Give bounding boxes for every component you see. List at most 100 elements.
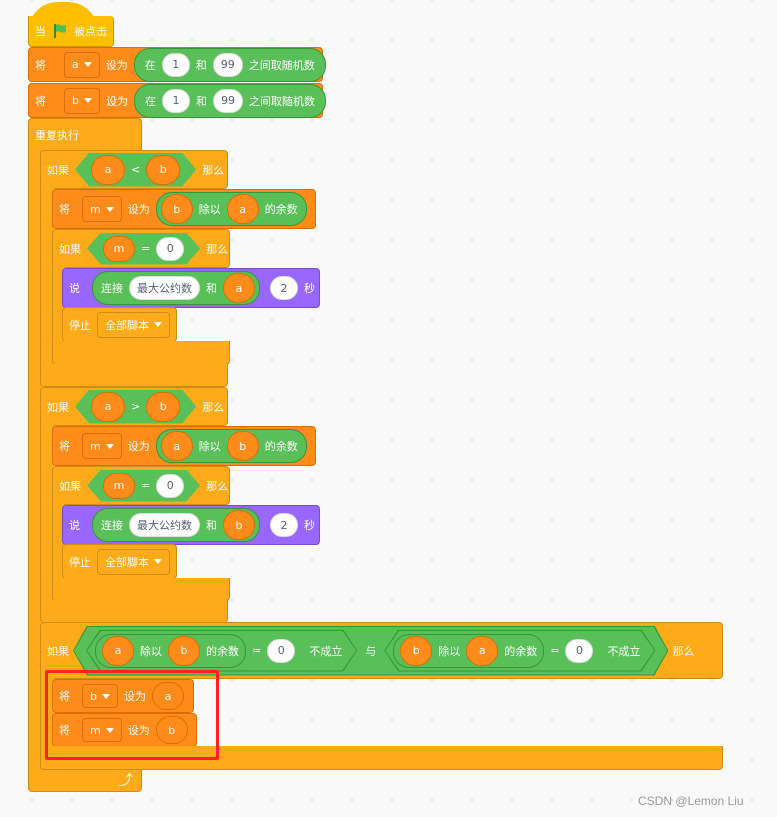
set-a-random-block[interactable]: 将 a 设为 在 1 和 99 之间取随机数: [28, 47, 326, 82]
if-bottom: [40, 600, 228, 623]
when-label: 当: [35, 25, 46, 38]
and-operator[interactable]: a 除以 b 的余数 = 0 不成立 与 b 除以 a 的余数 = 0 不成立: [73, 626, 668, 676]
if-bottom: [40, 364, 228, 387]
in-label: 在: [144, 94, 156, 108]
pick-random-reporter[interactable]: 在 1 和 99 之间取随机数: [133, 83, 326, 118]
set-label: 将: [59, 724, 70, 737]
variable-m-reporter[interactable]: m: [103, 473, 135, 499]
text-input[interactable]: 最大公约数: [129, 276, 200, 300]
forever-arm: [28, 150, 42, 772]
equals-operator[interactable]: a 除以 b 的余数: [95, 634, 246, 668]
set-m-mod-block[interactable]: 将 m 设为 b 除以 a 的余数: [52, 189, 316, 229]
variable-b-reporter[interactable]: b: [168, 636, 200, 666]
stop-all-block[interactable]: 停止 全部脚本: [62, 544, 177, 579]
operator-symbol: =: [252, 644, 262, 657]
text-input[interactable]: 最大公约数: [129, 513, 200, 537]
if-a-less-b-block[interactable]: 如果 a < b 那么: [40, 150, 228, 189]
stop-all-block[interactable]: 停止 全部脚本: [62, 307, 177, 342]
if-a-greater-b-block[interactable]: 如果 a > b 那么: [40, 387, 228, 426]
when-flag-clicked-block[interactable]: 当 被点击: [28, 16, 114, 47]
pick-random-reporter[interactable]: 在 1 和 99 之间取随机数: [133, 47, 326, 82]
value-input[interactable]: 0: [267, 639, 295, 663]
seconds-input[interactable]: 2: [270, 513, 298, 537]
if-m-equals-0-block[interactable]: 如果 m = 0 那么: [52, 466, 230, 505]
mod-label: 除以: [140, 644, 162, 658]
value-input[interactable]: 0: [156, 474, 184, 498]
variable-b-reporter[interactable]: b: [146, 155, 180, 185]
forever-label: 重复执行: [35, 129, 79, 142]
join-label: 连接: [101, 519, 123, 532]
variable-a-reporter[interactable]: a: [91, 392, 125, 422]
and-label: 和: [195, 58, 207, 72]
variable-b-reporter[interactable]: b: [160, 194, 193, 224]
greater-than-operator[interactable]: a > b: [75, 390, 196, 424]
variable-a-reporter[interactable]: a: [223, 273, 255, 303]
variable-dropdown[interactable]: b: [82, 684, 118, 708]
variable-name: b: [90, 689, 97, 703]
join-reporter[interactable]: 连接 最大公约数 和 b: [92, 508, 260, 542]
value-input[interactable]: 0: [565, 639, 593, 663]
less-than-operator[interactable]: a < b: [75, 153, 196, 187]
variable-name: m: [90, 723, 101, 737]
set-m-mod-block[interactable]: 将 m 设为 a 除以 b 的余数: [52, 426, 316, 466]
variable-b-reporter[interactable]: b: [223, 510, 255, 540]
variable-dropdown[interactable]: m: [82, 718, 122, 742]
variable-a-reporter[interactable]: a: [466, 636, 498, 666]
mod-reporter[interactable]: a 除以 b 的余数: [155, 429, 307, 463]
not-operator[interactable]: a 除以 b 的余数 = 0 不成立: [86, 630, 357, 672]
variable-dropdown[interactable]: a: [64, 51, 100, 78]
not-label: 不成立: [309, 644, 343, 658]
equals-operator[interactable]: m = 0: [87, 233, 200, 265]
variable-dropdown[interactable]: m: [82, 196, 122, 222]
operator-symbol: =: [550, 644, 560, 657]
to-input[interactable]: 99: [212, 88, 243, 113]
variable-b-reporter[interactable]: b: [155, 716, 188, 744]
and-label: 和: [195, 94, 207, 108]
from-input[interactable]: 1: [161, 52, 190, 77]
stop-option-dropdown[interactable]: 全部脚本: [97, 311, 170, 338]
variable-b-reporter[interactable]: b: [226, 431, 259, 461]
forever-block[interactable]: 重复执行: [28, 118, 142, 151]
variable-m-reporter[interactable]: m: [103, 236, 135, 262]
say-for-secs-block[interactable]: 说 连接 最大公约数 和 a 2 秒: [62, 268, 320, 308]
variable-dropdown[interactable]: b: [64, 87, 100, 114]
variable-a-reporter[interactable]: a: [91, 155, 125, 185]
stop-option-dropdown[interactable]: 全部脚本: [97, 548, 170, 575]
set-b-random-block[interactable]: 将 b 设为 在 1 和 99 之间取随机数: [28, 83, 326, 118]
if-both-not-divisible-block[interactable]: 如果 a 除以 b 的余数 = 0 不成立 与 b 除以 a 的余数 = 0 不…: [40, 622, 723, 679]
say-for-secs-block[interactable]: 说 连接 最大公约数 和 b 2 秒: [62, 505, 320, 545]
variable-a-reporter[interactable]: a: [151, 682, 184, 710]
if-arm: [40, 425, 54, 603]
to-label: 设为: [127, 724, 150, 737]
value-input[interactable]: 0: [156, 237, 184, 261]
equals-operator[interactable]: b 除以 a 的余数: [393, 634, 544, 668]
remainder-label: 的余数: [264, 440, 298, 453]
join-reporter[interactable]: 连接 最大公约数 和 a: [92, 271, 260, 305]
variable-a-reporter[interactable]: a: [102, 636, 134, 666]
then-label: 那么: [206, 479, 229, 493]
mod-reporter[interactable]: b 除以 a 的余数: [155, 192, 307, 226]
set-label: 将: [59, 690, 70, 703]
variable-name: m: [90, 202, 101, 216]
random-label: 之间取随机数: [248, 58, 315, 72]
then-label: 那么: [206, 242, 229, 256]
stop-option: 全部脚本: [105, 318, 149, 332]
from-input[interactable]: 1: [161, 88, 190, 113]
variable-b-reporter[interactable]: b: [400, 636, 432, 666]
if-label: 如果: [59, 242, 81, 256]
then-label: 那么: [202, 163, 225, 177]
to-input[interactable]: 99: [212, 52, 243, 77]
clicked-label: 被点击: [74, 25, 107, 38]
seconds-input[interactable]: 2: [270, 276, 298, 300]
variable-a-reporter[interactable]: a: [160, 431, 193, 461]
mod-label: 除以: [198, 203, 221, 216]
variable-dropdown[interactable]: m: [82, 433, 122, 459]
if-m-equals-0-block[interactable]: 如果 m = 0 那么: [52, 229, 230, 268]
set-b-to-a-block[interactable]: 将 b 设为 a: [52, 679, 194, 713]
variable-a-reporter[interactable]: a: [226, 194, 259, 224]
equals-operator[interactable]: m = 0: [87, 470, 200, 502]
not-operator[interactable]: b 除以 a 的余数 = 0 不成立: [384, 630, 655, 672]
say-label: 说: [69, 282, 80, 295]
dropdown-arrow-icon: [83, 98, 92, 103]
variable-b-reporter[interactable]: b: [146, 392, 180, 422]
